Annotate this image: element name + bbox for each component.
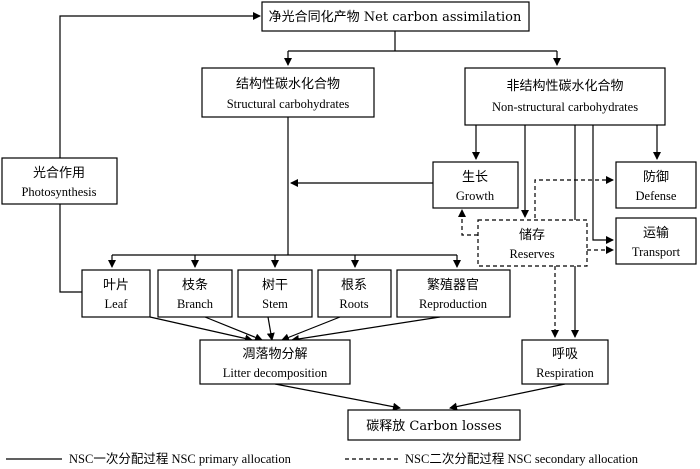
structural-en: Structural carbohydrates	[227, 97, 350, 111]
legend-primary: NSC一次分配过程 NSC primary allocation	[69, 451, 292, 466]
transport-en: Transport	[632, 245, 681, 259]
photosynthesis-en: Photosynthesis	[21, 185, 96, 199]
defense-zh: 防御	[643, 169, 669, 185]
stem-en: Stem	[262, 297, 288, 311]
node-nonstructural: 非结构性碳水化合物 Non-structural carbohydrates	[464, 67, 666, 126]
nonstructural-en: Non-structural carbohydrates	[492, 100, 638, 114]
stem-zh: 树干	[262, 278, 288, 293]
respiration-zh: 呼吸	[552, 347, 578, 362]
leaf-zh: 叶片	[103, 278, 129, 293]
defense-en: Defense	[636, 189, 677, 203]
net-carbon-label: 净光合同化产物 Net carbon assimilation	[269, 10, 522, 25]
node-roots: 根系 Roots	[317, 269, 392, 318]
node-leaf: 叶片 Leaf	[81, 269, 151, 318]
node-transport: 运输 Transport	[615, 217, 697, 265]
legend-secondary: NSC二次分配过程 NSC secondary allocation	[405, 451, 639, 466]
node-carbon-losses: 碳释放 Carbon losses	[347, 409, 521, 441]
roots-zh: 根系	[341, 278, 367, 293]
node-defense: 防御 Defense	[615, 161, 697, 209]
reproduction-en: Reproduction	[419, 297, 488, 311]
litter-en: Litter decomposition	[223, 366, 328, 380]
node-structural: 结构性碳水化合物 Structural carbohydrates	[201, 67, 375, 118]
node-growth: 生长 Growth	[432, 161, 519, 209]
reserves-zh: 储存	[519, 228, 545, 243]
photosynthesis-zh: 光合作用	[33, 166, 85, 181]
carbon-losses-label: 碳释放 Carbon losses	[366, 419, 501, 434]
litter-zh: 凋落物分解	[242, 347, 307, 362]
reproduction-zh: 繁殖器官	[427, 277, 479, 293]
structural-zh: 结构性碳水化合物	[236, 77, 340, 92]
leaf-en: Leaf	[105, 297, 129, 311]
legend: NSC一次分配过程 NSC primary allocation NSC二次分配…	[6, 451, 639, 466]
node-photosynthesis: 光合作用 Photosynthesis	[1, 157, 118, 205]
reserves-en: Reserves	[509, 247, 554, 261]
node-litter: 凋落物分解 Litter decomposition	[199, 339, 351, 385]
roots-en: Roots	[339, 297, 368, 311]
node-reproduction: 繁殖器官 Reproduction	[396, 269, 511, 318]
node-stem: 树干 Stem	[237, 269, 313, 318]
growth-zh: 生长	[462, 170, 488, 185]
node-respiration: 呼吸 Respiration	[521, 339, 609, 385]
node-branch: 枝条 Branch	[157, 269, 233, 318]
node-reserves: 储存 Reserves	[477, 219, 588, 267]
growth-en: Growth	[456, 189, 495, 203]
node-net-carbon: 净光合同化产物 Net carbon assimilation	[261, 1, 530, 32]
secondary-connectors	[458, 176, 614, 338]
respiration-en: Respiration	[536, 366, 594, 380]
branch-zh: 枝条	[182, 277, 208, 293]
nonstructural-zh: 非结构性碳水化合物	[506, 79, 623, 94]
transport-zh: 运输	[643, 225, 669, 241]
branch-en: Branch	[177, 297, 214, 311]
